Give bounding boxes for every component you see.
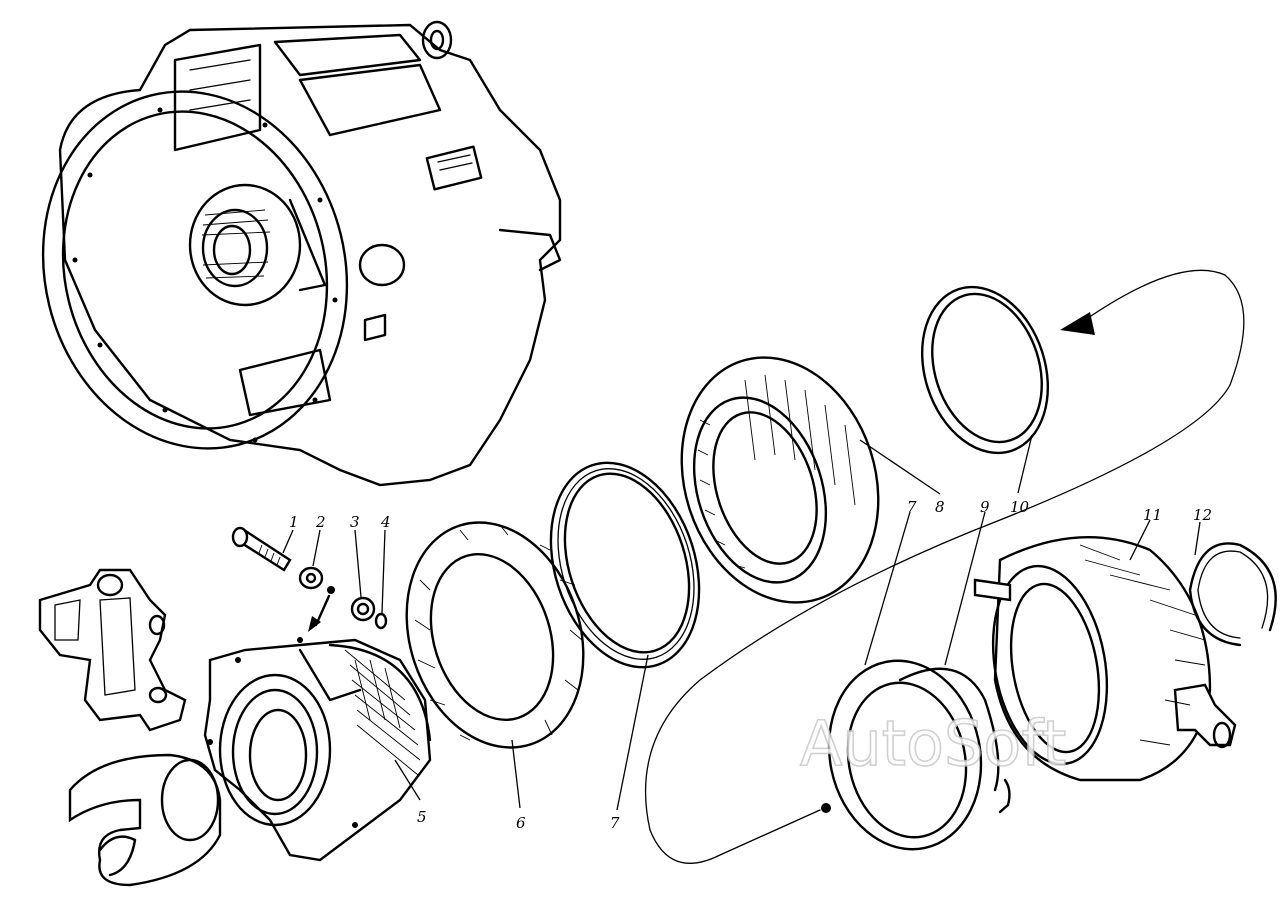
watermark: AutoSoft — [800, 707, 1066, 780]
callout-10: 10 — [1010, 498, 1030, 516]
ring-9 — [898, 667, 1011, 814]
callout-1: 1 — [289, 513, 299, 531]
drum-housing — [973, 536, 1237, 782]
bearing-carrier — [203, 637, 432, 862]
roller-bearing — [680, 356, 880, 604]
assembly-flow-loop — [644, 269, 1245, 864]
callout-9: 9 — [980, 498, 990, 516]
callout-4: 4 — [380, 513, 391, 531]
housing — [41, 20, 562, 487]
snap-ring-10 — [920, 285, 1050, 455]
callout-6: 6 — [516, 814, 526, 832]
sleeve — [68, 753, 222, 887]
release-fork-bracket — [38, 568, 187, 732]
callout-11: 11 — [1143, 506, 1162, 524]
callout-labels: 1 2 3 4 5 6 7 7 8 9 10 11 12 — [289, 498, 1212, 832]
callout-7-right: 7 — [907, 498, 917, 516]
callout-5: 5 — [417, 808, 427, 826]
ring-7-left — [549, 461, 701, 669]
callout-2: 2 — [315, 513, 326, 531]
callout-7-left: 7 — [610, 814, 620, 832]
snap-ring-12 — [1188, 542, 1277, 647]
leader-lines — [282, 434, 1201, 811]
callout-8: 8 — [935, 498, 945, 516]
callout-12: 12 — [1193, 506, 1212, 524]
callout-3: 3 — [350, 513, 360, 531]
bolt-and-washers — [231, 526, 388, 632]
ring-7-right — [827, 659, 983, 851]
